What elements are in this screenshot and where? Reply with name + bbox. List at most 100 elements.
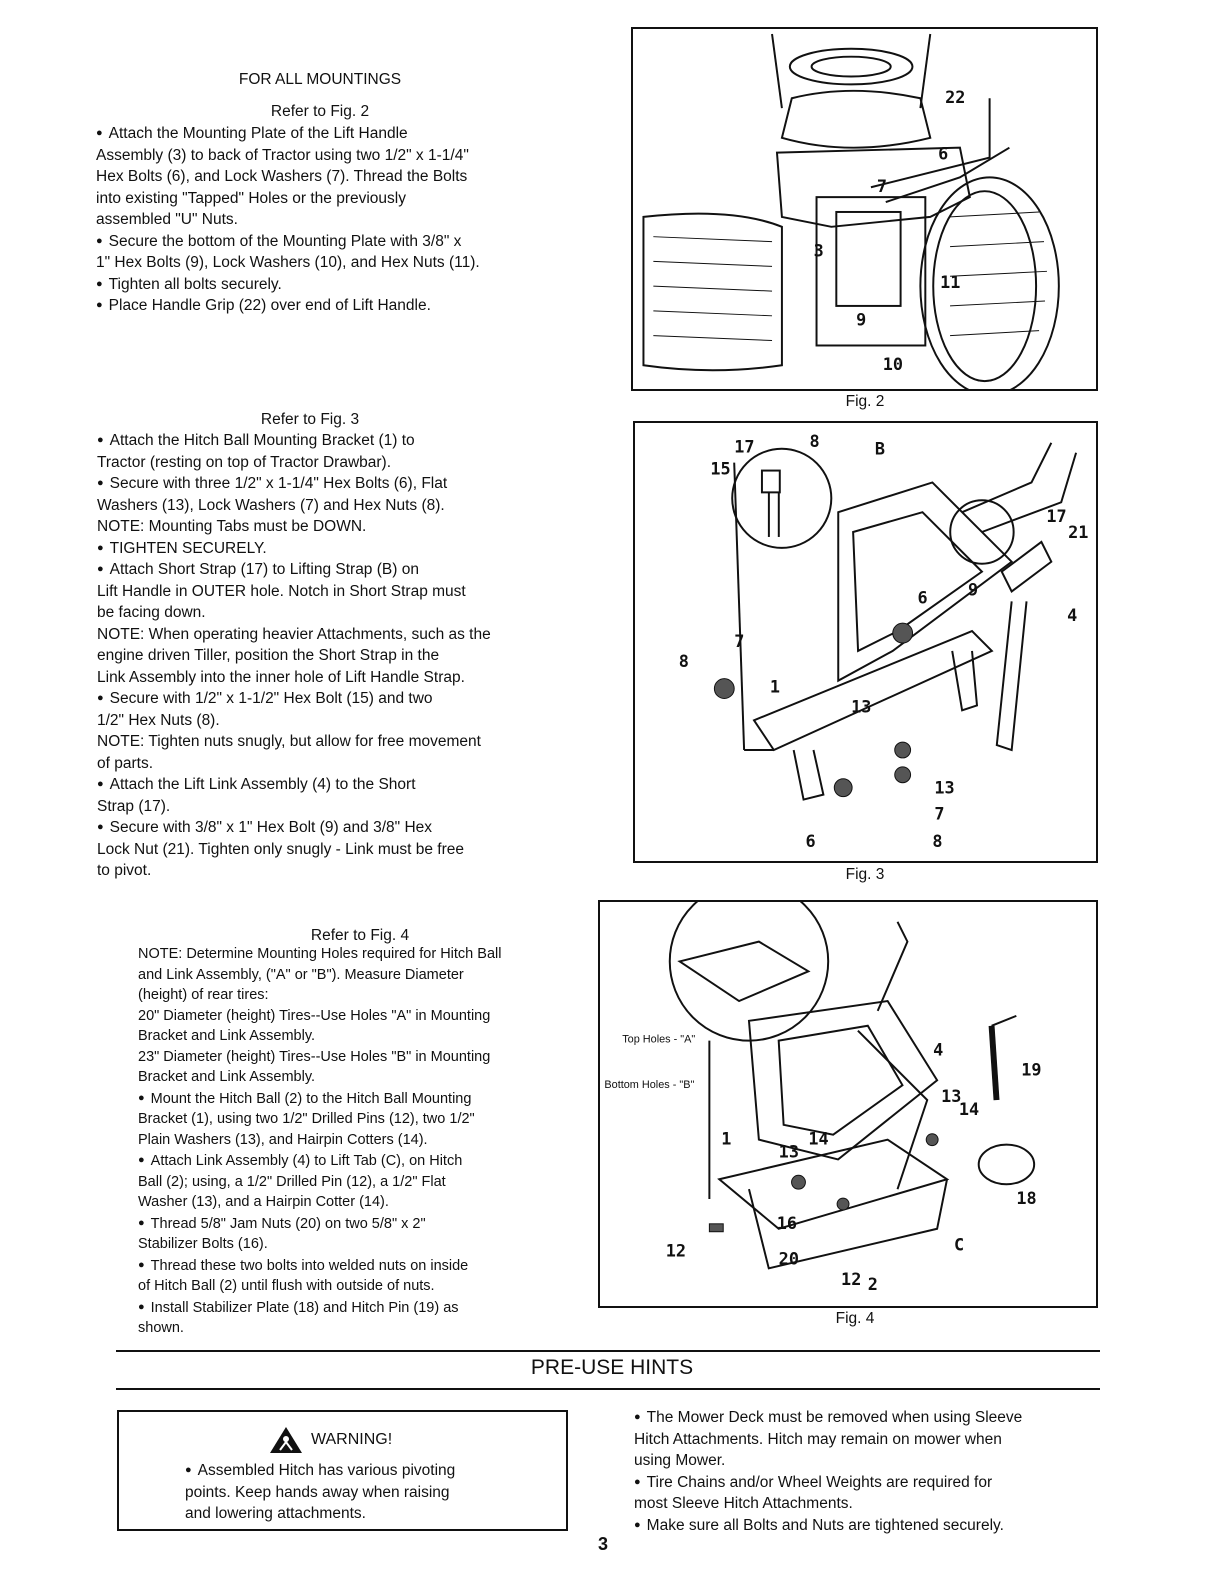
text-line: Thread 5/8" Jam Nuts (20) on two 5/8" x … <box>138 1213 598 1235</box>
text-line: Strap (17). <box>97 797 171 815</box>
text-line: Mount the Hitch Ball (2) to the Hitch Ba… <box>138 1088 598 1110</box>
fig3-callout-6b: 6 <box>806 831 816 851</box>
fig4-callout-19: 19 <box>1021 1059 1041 1079</box>
text-line: most Sleeve Hitch Attachments. <box>634 1495 853 1512</box>
text-line: Secure with 1/2" x 1-1/2" Hex Bolt (15) … <box>97 688 597 710</box>
text-line: 1/2" Hex Nuts (8). <box>97 711 220 729</box>
fig3-callout-21: 21 <box>1068 522 1088 542</box>
text-line: using Mower. <box>634 1452 726 1469</box>
text-line: and Link Assembly, ("A" or "B"). Measure… <box>138 966 464 983</box>
fig2-callout-9: 9 <box>856 310 866 330</box>
text-line: Attach the Hitch Ball Mounting Bracket (… <box>97 430 597 452</box>
fig3-callout-17: 17 <box>734 437 754 457</box>
fig4-callout-14b: 14 <box>808 1129 828 1149</box>
fig3-callout-7b: 7 <box>934 803 944 823</box>
text-line: Tractor (resting on top of Tractor Drawb… <box>97 453 392 471</box>
text-line: into existing "Tapped" Holes or the prev… <box>96 189 406 207</box>
text-line: Assembly (3) to back of Tractor using tw… <box>96 146 469 164</box>
text-line: 23" Diameter (height) Tires--Use Holes "… <box>138 1048 491 1065</box>
fig3-callout-15: 15 <box>710 459 730 479</box>
text-line: of parts. <box>97 754 153 772</box>
text-line: 20" Diameter (height) Tires--Use Holes "… <box>138 1007 491 1024</box>
fig3-callout-4: 4 <box>1067 605 1077 625</box>
hints-title: PRE-USE HINTS <box>530 1356 694 1379</box>
text-line: Attach the Lift Link Assembly (4) to the… <box>97 774 597 796</box>
text-line: The Mower Deck must be removed when usin… <box>634 1407 1104 1429</box>
text-line: to pivot. <box>97 862 152 879</box>
text-line: TIGHTEN SECURELY. <box>97 538 597 560</box>
text-line: Bracket (1), using two 1/2" Drilled Pins… <box>138 1111 475 1127</box>
fig2-callout-3: 3 <box>814 240 824 260</box>
text-line: Make sure all Bolts and Nuts are tighten… <box>634 1515 1104 1537</box>
text-line: Secure with three 1/2" x 1-1/4" Hex Bolt… <box>97 473 597 495</box>
text-line: Plain Washers (13), and Hairpin Cotters … <box>138 1131 428 1148</box>
fig4-label-top-holes: Top Holes - "A" <box>622 1034 695 1046</box>
section1-ref: Refer to Fig. 2 <box>270 103 370 120</box>
fig4-callout-13: 13 <box>941 1086 961 1106</box>
text-line: be facing down. <box>97 604 206 621</box>
fig4-callout-4: 4 <box>933 1039 943 1059</box>
fig4-callout-16: 16 <box>777 1213 797 1233</box>
fig2-callout-6: 6 <box>938 144 948 164</box>
text-line: Lock Nut (21). Tighten only snugly - Lin… <box>97 840 465 858</box>
text-line: Attach Link Assembly (4) to Lift Tab (C)… <box>138 1150 598 1172</box>
text-line: Lift Handle in OUTER hole. Notch in Shor… <box>97 582 466 600</box>
fig4-label-bottom-holes: Bottom Holes - "B" <box>604 1079 694 1091</box>
fig3-callout-13b: 13 <box>934 778 954 798</box>
fig4-callout-12b: 12 <box>841 1269 861 1289</box>
warning-line: Assembled Hitch has various pivoting <box>185 1460 565 1482</box>
section3-body: NOTE: Determine Mounting Holes required … <box>138 944 598 1339</box>
text-line: NOTE: Determine Mounting Holes required … <box>138 946 502 962</box>
fig3-callout-17b: 17 <box>1046 506 1066 526</box>
page-number: 3 <box>598 1534 609 1554</box>
fig4-callout-12: 12 <box>666 1240 686 1260</box>
fig3-callout-8c: 8 <box>932 831 942 851</box>
fig4-callout-13b: 13 <box>779 1141 799 1161</box>
fig2-callout-22: 22 <box>945 87 965 107</box>
text-line: Link Assembly into the inner hole of Lif… <box>97 668 465 686</box>
fig2-callout-11: 11 <box>940 272 960 292</box>
fig3-callout-8b: 8 <box>679 651 689 671</box>
text-line: Stabilizer Bolts (16). <box>138 1236 268 1252</box>
text-line: Hex Bolts (6), and Lock Washers (7). Thr… <box>96 168 468 185</box>
text-line: NOTE: Tighten nuts snugly, but allow for… <box>97 733 481 750</box>
fig4-callout-1: 1 <box>721 1129 731 1149</box>
text-line: Washer (13), and a Hairpin Cotter (14). <box>138 1194 389 1210</box>
text-line: shown. <box>138 1320 184 1336</box>
fig2-callout-10: 10 <box>883 354 903 374</box>
text-line: engine driven Tiller, position the Short… <box>97 647 440 664</box>
section1-title: FOR ALL MOUNTINGS <box>238 71 402 88</box>
warning-line: and lowering attachments. <box>185 1505 366 1522</box>
warning-title: WARNING! <box>311 1431 393 1448</box>
text-line: Attach the Mounting Plate of the Lift Ha… <box>96 123 596 145</box>
text-line: Tighten all bolts securely. <box>96 274 596 296</box>
text-line: NOTE: Mounting Tabs must be DOWN. <box>97 518 367 535</box>
text-line: 1" Hex Bolts (9), Lock Washers (10), and… <box>96 254 480 271</box>
section1-body: Attach the Mounting Plate of the Lift Ha… <box>96 123 596 317</box>
text-line: Tire Chains and/or Wheel Weights are req… <box>634 1472 1104 1494</box>
text-line: Place Handle Grip (22) over end of Lift … <box>96 295 596 317</box>
text-line: of Hitch Ball (2) until flush with outsi… <box>138 1278 435 1294</box>
fig3-callout-13: 13 <box>851 696 871 716</box>
text-line: Install Stabilizer Plate (18) and Hitch … <box>138 1297 598 1319</box>
fig3-callout-8: 8 <box>810 431 820 451</box>
fig3-callout-7: 7 <box>734 631 744 651</box>
figure-3-drawing: 17 8 B 15 17 21 6 9 4 7 8 1 13 13 7 6 8 <box>679 431 1089 851</box>
warning-box: WARNING! Assembled Hitch has various piv… <box>117 1410 568 1531</box>
section3-ref: Refer to Fig. 4 <box>310 927 410 944</box>
fig4-callout-18: 18 <box>1016 1188 1036 1208</box>
fig3-callout-1: 1 <box>770 677 780 697</box>
text-line: Hitch Attachments. Hitch may remain on m… <box>634 1430 1002 1448</box>
text-line: NOTE: When operating heavier Attachments… <box>97 625 491 643</box>
hints-top-rule <box>116 1350 1100 1352</box>
warning-triangle-icon <box>270 1427 302 1453</box>
figure-3-caption: Fig. 3 <box>845 866 885 883</box>
figure-4-caption: Fig. 4 <box>835 1310 875 1327</box>
section2-ref: Refer to Fig. 3 <box>260 411 360 428</box>
text-line: assembled "U" Nuts. <box>96 211 238 228</box>
text-line: Secure the bottom of the Mounting Plate … <box>96 231 596 253</box>
text-line: (height) of rear tires: <box>138 987 269 1003</box>
figure-3: 17 8 B 15 17 21 6 9 4 7 8 1 13 13 7 6 8 <box>633 421 1098 863</box>
fig4-callout-20: 20 <box>779 1248 799 1268</box>
text-line: Bracket and Link Assembly. <box>138 1028 316 1044</box>
